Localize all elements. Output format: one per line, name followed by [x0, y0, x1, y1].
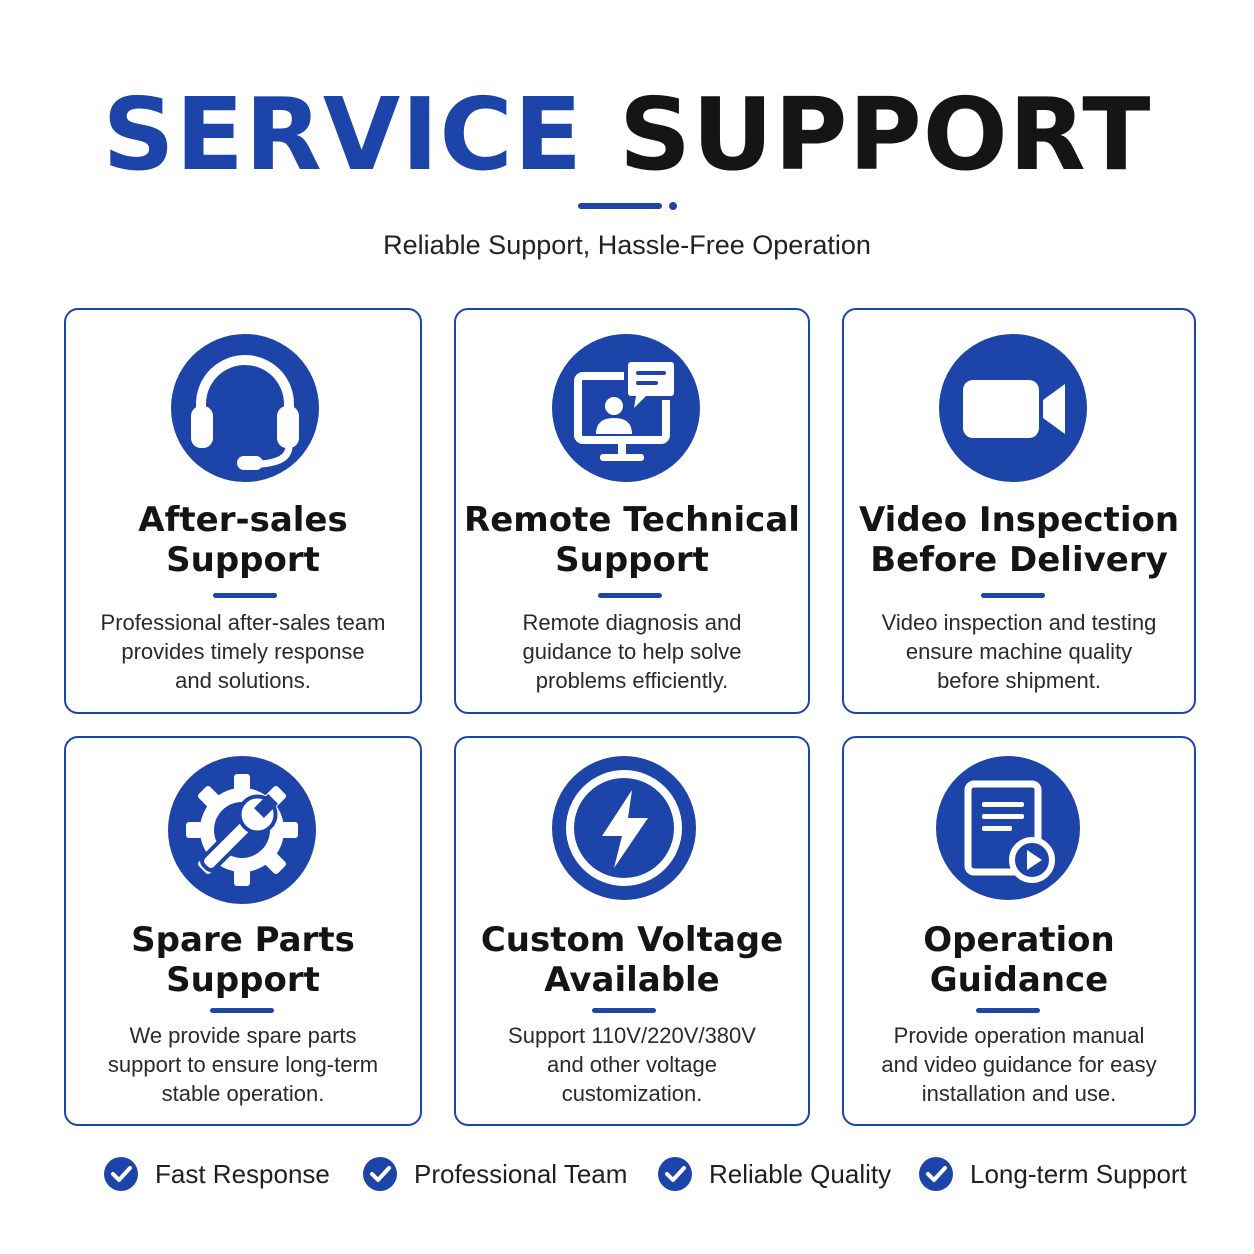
feature-label: Long-term Support: [970, 1158, 1187, 1189]
card-description: Support 110V/220V/380V and other voltage…: [476, 1021, 788, 1108]
card-desc-line: We provide spare parts: [129, 1023, 357, 1048]
card-title: Remote Technical Support: [456, 500, 808, 580]
card-desc-line: support to ensure long-term: [107, 1052, 379, 1077]
check-circle-icon: [363, 1157, 397, 1191]
card-desc-line: and other voltage: [546, 1052, 718, 1077]
card-title-line: Remote Technical: [464, 500, 800, 540]
card-custom-voltage: Custom Voltage Available Support 110V/22…: [454, 736, 810, 1126]
card-desc-line: and solutions.: [175, 668, 311, 693]
card-desc-line: Professional after-sales team: [100, 610, 386, 635]
card-desc-line: installation and use.: [921, 1081, 1117, 1106]
card-title-line: Support: [555, 540, 709, 580]
card-title-line: After-sales: [138, 500, 348, 540]
check-circle-icon: [919, 1157, 953, 1191]
feature-label: Fast Response: [155, 1158, 330, 1189]
feature-label: Professional Team: [414, 1158, 628, 1189]
card-divider: [213, 593, 277, 598]
card-after-sales: After-sales Support Professional after-s…: [64, 308, 422, 714]
card-divider: [210, 1008, 274, 1013]
card-title-line: Available: [544, 960, 720, 1000]
title-dot: [669, 202, 677, 210]
video-camera-icon: [939, 334, 1087, 482]
card-title-line: Guidance: [929, 960, 1109, 1000]
card-title: Custom Voltage Available: [456, 920, 808, 1000]
card-title-line: Spare Parts: [131, 920, 355, 960]
card-desc-line: before shipment.: [937, 668, 1101, 693]
card-title-line: Video Inspection: [858, 500, 1180, 540]
feature-fast-response: Fast Response: [103, 1154, 330, 1194]
feature-professional-team: Professional Team: [362, 1154, 627, 1194]
card-spare-parts: Spare Parts Support We provide spare par…: [64, 736, 422, 1126]
check-circle-icon: [658, 1157, 692, 1191]
card-title-line: Operation: [923, 920, 1115, 960]
card-video-inspection: Video Inspection Before Delivery Video i…: [842, 308, 1196, 714]
card-divider: [598, 593, 662, 598]
card-title: Video Inspection Before Delivery: [844, 500, 1194, 580]
lightning-icon: [552, 756, 696, 900]
page-subtitle: Reliable Support, Hassle-Free Operation: [383, 230, 871, 260]
card-desc-line: stable operation.: [161, 1081, 325, 1106]
card-title: After-sales Support: [66, 500, 420, 580]
card-divider: [592, 1008, 656, 1013]
card-desc-line: Support 110V/220V/380V: [508, 1023, 756, 1048]
card-desc-line: Provide operation manual: [893, 1023, 1145, 1048]
feature-long-term-support: Long-term Support: [918, 1154, 1187, 1194]
remote-monitor-icon: [552, 334, 700, 482]
check-circle-icon: [104, 1157, 138, 1191]
card-title-line: Before Delivery: [870, 540, 1168, 580]
card-description: Remote diagnosis and guidance to help so…: [476, 608, 788, 695]
card-desc-line: Video inspection and testing: [881, 610, 1157, 635]
card-desc-line: ensure machine quality: [905, 639, 1133, 664]
card-title: Operation Guidance: [844, 920, 1194, 1000]
card-title-line: Custom Voltage: [480, 920, 784, 960]
card-title-line: Support: [166, 540, 320, 580]
card-desc-line: guidance to help solve: [522, 639, 742, 664]
card-divider: [981, 593, 1045, 598]
card-description: Professional after-sales team provides t…: [86, 608, 400, 695]
card-desc-line: Remote diagnosis and: [522, 610, 742, 635]
card-desc-line: provides timely response: [121, 639, 365, 664]
headset-icon: [171, 334, 319, 482]
card-divider: [976, 1008, 1040, 1013]
card-desc-line: customization.: [561, 1081, 703, 1106]
card-title: Spare Parts Support: [66, 920, 420, 1000]
card-title-line: Support: [166, 960, 320, 1000]
gear-wrench-icon: [168, 756, 316, 904]
card-desc-line: problems efficiently.: [535, 668, 729, 693]
card-operation-guidance: Operation Guidance Provide operation man…: [842, 736, 1196, 1126]
title-word-service: SERVICE: [102, 76, 584, 193]
card-description: We provide spare parts support to ensure…: [86, 1021, 400, 1108]
title-word-support: SUPPORT: [618, 76, 1152, 193]
feature-reliable-quality: Reliable Quality: [657, 1154, 891, 1194]
manual-video-icon: [936, 756, 1080, 900]
card-description: Provide operation manual and video guida…: [864, 1021, 1174, 1108]
page-title: SERVICE SUPPORT: [0, 80, 1254, 190]
title-underline: [578, 203, 662, 209]
feature-label: Reliable Quality: [709, 1158, 892, 1189]
card-description: Video inspection and testing ensure mach…: [864, 608, 1174, 695]
card-desc-line: and video guidance for easy: [881, 1052, 1157, 1077]
card-remote-technical: Remote Technical Support Remote diagnosi…: [454, 308, 810, 714]
